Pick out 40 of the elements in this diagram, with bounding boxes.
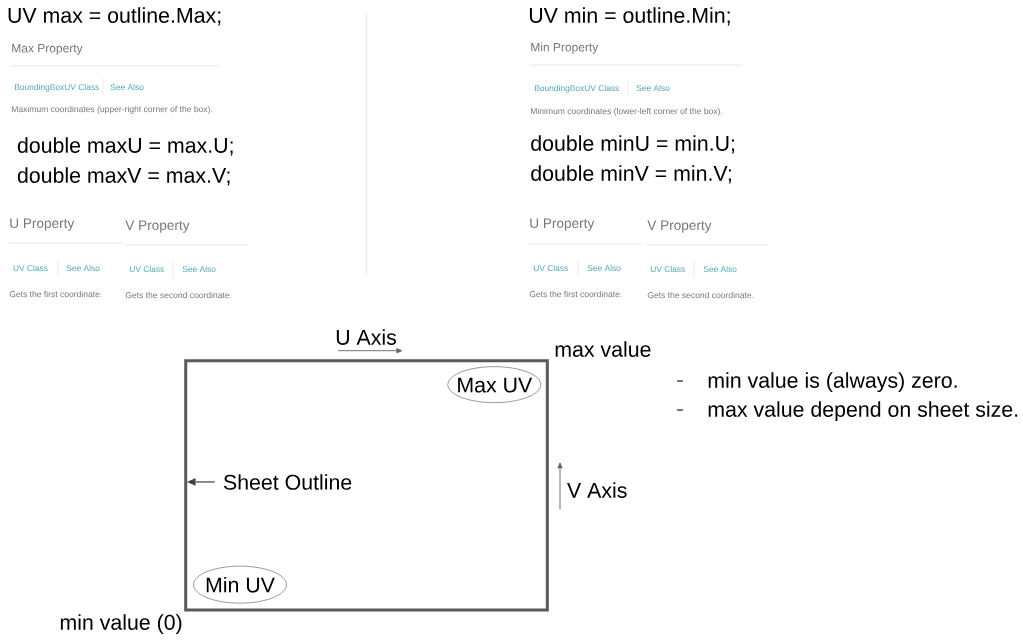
oval-label: Min UV (193, 565, 287, 604)
doc-link: See Also (66, 264, 100, 272)
doc-link: See Also (636, 84, 670, 92)
doc-link: See Also (110, 83, 144, 91)
doc-link: UV Class (533, 264, 568, 272)
doc-link: UV Class (650, 265, 685, 273)
property-heading: U Property (530, 218, 595, 231)
property-heading: U Property (10, 218, 75, 231)
code-line: double minV = min.V; (531, 165, 731, 184)
doc-link: BoundingBoxUV Class (534, 84, 619, 93)
callout-label: Sheet Outline (223, 474, 352, 490)
code-line: double maxU = max.U; (17, 137, 233, 156)
code-line: UV max = outline.Max; (8, 7, 221, 26)
doc-link: UV Class (13, 264, 48, 272)
code-line: UV min = outline.Min; (529, 7, 730, 26)
doc-link: See Also (587, 264, 621, 272)
doc-link: BoundingBoxUV Class (14, 83, 99, 92)
code-line: double minU = min.U; (531, 135, 735, 154)
property-heading: V Property (647, 220, 712, 233)
axis-label: V Axis (567, 482, 627, 498)
property-heading: Min Property (531, 42, 599, 54)
description-text: Gets the second coordinate. (125, 291, 232, 299)
code-line: double maxV = max.V; (17, 167, 230, 186)
value-label: min value (0) (60, 614, 182, 635)
doc-link: UV Class (129, 265, 164, 273)
description-text: Gets the first coordinate. (529, 290, 622, 298)
description-text: Gets the first coordinate. (9, 290, 102, 298)
description-text: Minimum coordinates (lower-left corner of the box). (530, 107, 722, 116)
property-heading: V Property (125, 220, 190, 233)
axis-label: U Axis (336, 329, 396, 345)
doc-link: See Also (182, 265, 216, 273)
property-heading: Max Property (12, 44, 83, 55)
doc-link: See Also (703, 265, 737, 273)
note-text: min value is (always) zero. (708, 372, 957, 393)
value-label: max value (555, 341, 651, 357)
note-text: max value depend on sheet size. (708, 401, 1018, 422)
sheet-rectangle (184, 359, 549, 612)
oval-label: Max UV (447, 366, 542, 404)
description-text: Maximum coordinates (upper-right corner of the box). (11, 105, 213, 114)
description-text: Gets the second coordinate. (647, 291, 754, 299)
